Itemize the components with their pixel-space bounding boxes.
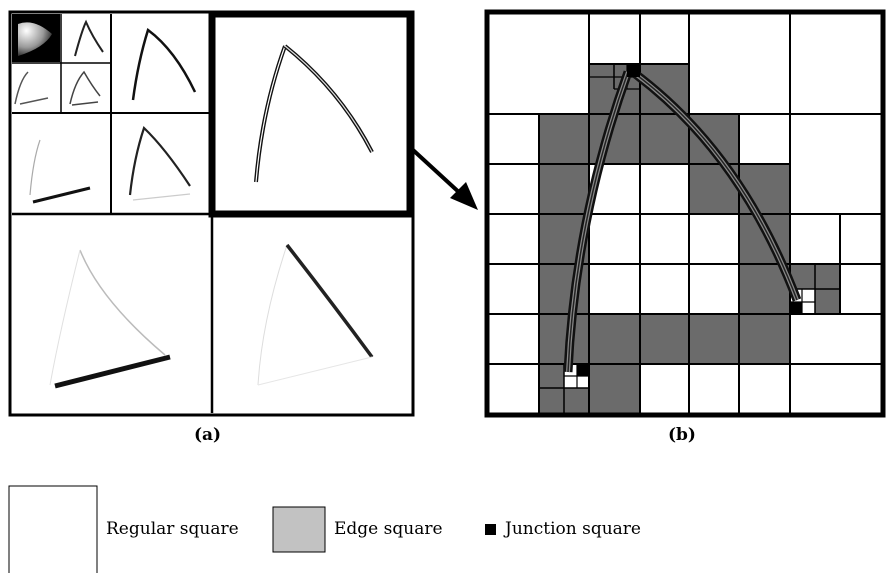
panel-a-pyramid — [10, 12, 413, 415]
caption-panel-b: (b) — [668, 425, 696, 445]
pyramid-highlight-cell — [212, 14, 410, 214]
panel-b-quadtree — [487, 12, 883, 415]
caption-panel-a: (a) — [194, 425, 221, 445]
legend-edge-swatch — [273, 507, 325, 552]
legend-edge-label: Edge square — [334, 519, 443, 539]
legend-regular-label: Regular square — [106, 519, 239, 539]
legend-junction-label: Junction square — [505, 519, 641, 539]
legend-regular-swatch — [9, 486, 97, 573]
legend-junction-swatch — [485, 524, 496, 535]
zoom-arrow — [413, 150, 478, 210]
